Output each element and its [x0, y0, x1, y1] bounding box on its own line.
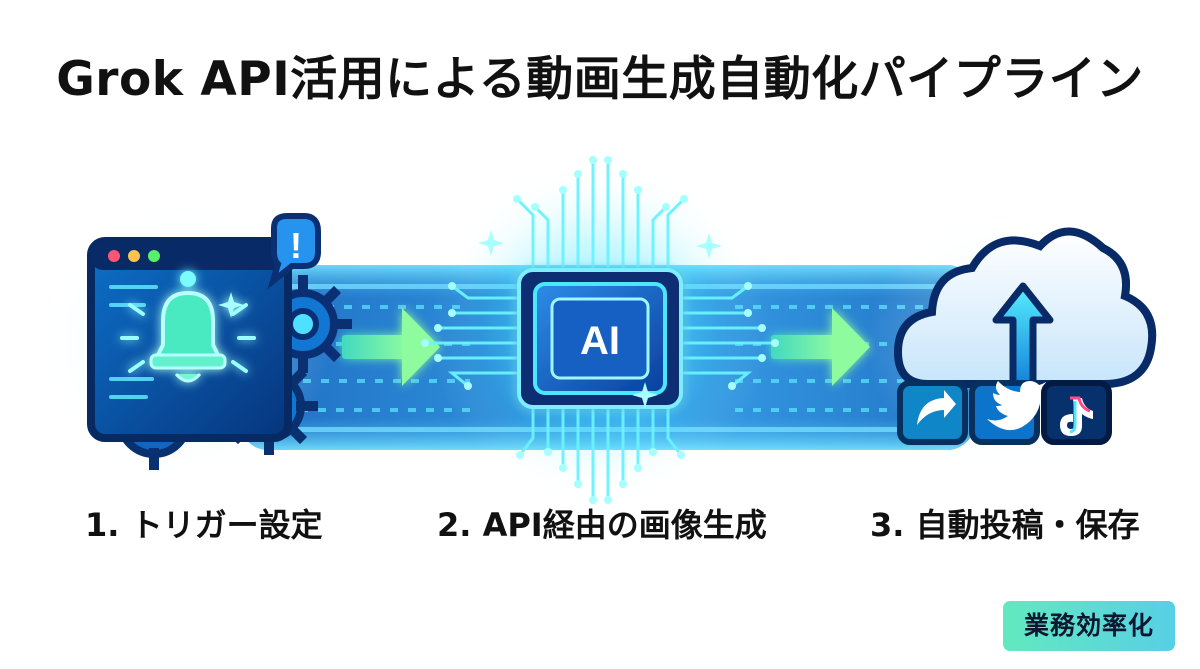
circuit-lines — [423, 158, 777, 502]
share-icon — [897, 380, 968, 445]
bell-icon — [120, 271, 256, 383]
tiktok-icon — [1041, 380, 1112, 445]
twitter-icon — [969, 380, 1047, 445]
ai-chip-icon: AI — [517, 268, 683, 409]
trigger-icon-group: ! — [40, 202, 352, 482]
page-title: Grok API活用による動画生成自動化パイプライン — [56, 52, 1144, 107]
arrow-right-icon — [771, 308, 870, 386]
ai-chip-label: AI — [580, 319, 620, 363]
cloud-upload-icon — [893, 227, 1157, 398]
arrow-right-icon — [342, 308, 440, 386]
step-label-auto-post-save: 3. 自動投稿・保存 — [870, 506, 1140, 544]
alert-icon: ! — [267, 213, 321, 290]
step-label-trigger: 1. トリガー設定 — [85, 506, 323, 544]
cloud-upload-group — [867, 210, 1157, 474]
efficiency-badge: 業務効率化 — [1003, 601, 1175, 651]
alert-text: ! — [290, 225, 302, 266]
ai-processing-group: AI — [421, 156, 779, 504]
step-label-api-image-generation: 2. API経由の画像生成 — [437, 506, 767, 544]
